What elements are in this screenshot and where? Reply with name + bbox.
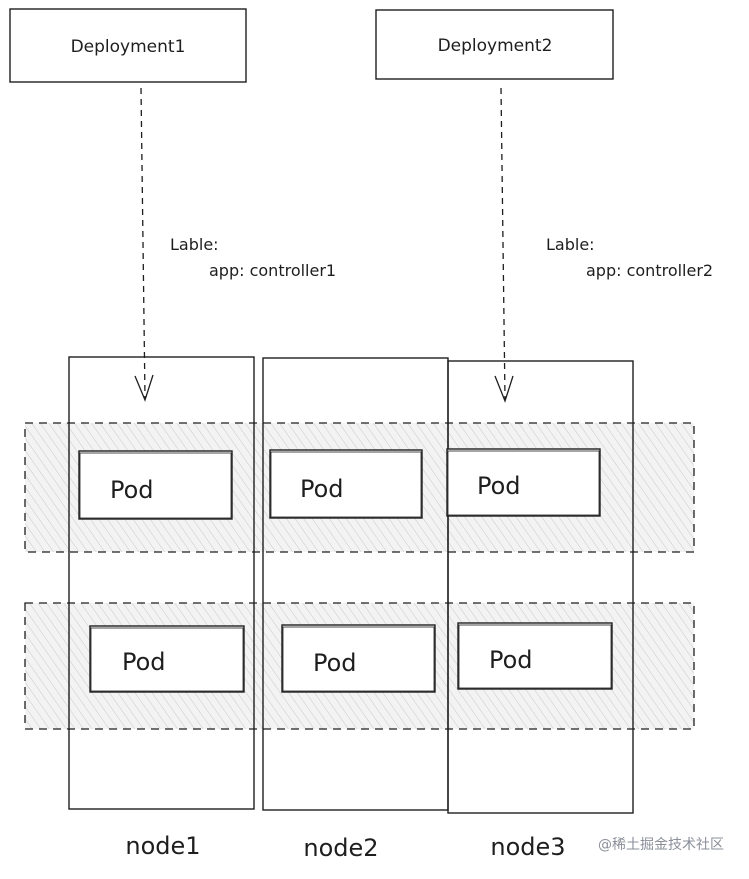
deployment-2: Deployment2 [375,9,614,80]
deployment-1-label-key: Lable: [170,235,219,254]
pod-label: Pod [122,648,166,676]
pod-row2-node3: Pod [457,622,613,690]
watermark: @稀土掘金技术社区 [598,837,724,853]
deployment-1: Deployment1 [9,8,247,83]
pod-row1-node1: Pod [78,450,233,520]
node-2-label: node2 [303,834,378,862]
pod-row1-node3: Pod [446,448,601,517]
node-1-label: node1 [125,832,200,860]
pod-label: Pod [477,472,521,500]
node-box-1 [68,356,255,810]
node-3-label: node3 [490,833,565,861]
pod-label: Pod [313,649,357,677]
pod-label: Pod [489,646,533,674]
deployment-2-label-key: Lable: [546,235,595,254]
pod-row2-node2: Pod [281,624,436,693]
deployment-1-label: Deployment1 [71,37,186,57]
pod-label: Pod [110,476,154,504]
deployment-1-label-value: app: controller1 [209,261,336,280]
deployment-2-label-value: app: controller2 [586,261,713,280]
arrow-deployment-1 [134,87,154,402]
arrow-deployment-2 [494,87,514,403]
deployment-2-label: Deployment2 [438,36,553,56]
node-box-3 [447,360,634,814]
pod-label: Pod [300,475,344,503]
pod-row2-node1: Pod [89,625,245,693]
pod-row1-node2: Pod [269,449,423,519]
